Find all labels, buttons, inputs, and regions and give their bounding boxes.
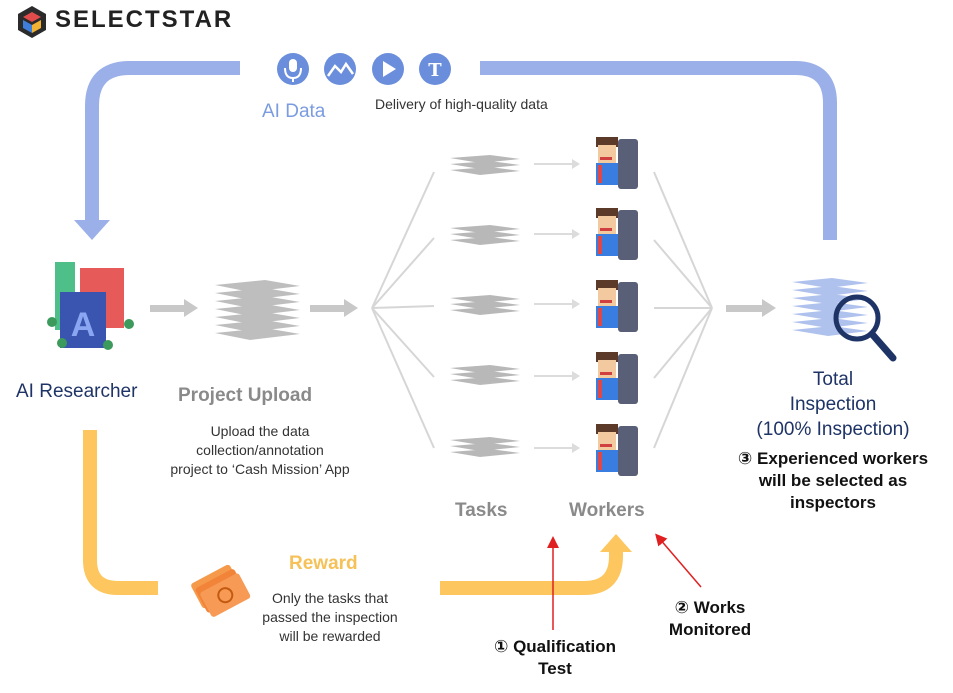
works-monitored-note: ② Works Monitored: [640, 597, 780, 641]
building-icon: A: [47, 262, 134, 350]
yellow-flow-arrow: [83, 430, 623, 595]
tasks-label: Tasks: [455, 500, 508, 521]
magnifier-icon: [833, 294, 897, 362]
blue-flow-arrow: [85, 61, 837, 240]
ai-data-label: AI Data: [262, 101, 326, 122]
delivery-text: Delivery of high-quality data: [375, 96, 548, 112]
microphone-icon: [277, 53, 309, 85]
red-annotation-arrow: [547, 533, 702, 630]
play-icon: [372, 53, 404, 85]
upload-desc-line: collection/annotation: [196, 442, 324, 458]
works-monitored-line: ② Works: [674, 598, 746, 617]
reward-desc-line: Only the tasks that: [272, 590, 388, 606]
reward-desc-line: passed the inspection: [262, 609, 398, 625]
data-stack-icon: [215, 280, 300, 340]
project-upload-description: Upload the data collection/annotation pr…: [140, 422, 380, 479]
inspectors-note: ③ Experienced workers will be selected a…: [718, 448, 948, 514]
workers-label: Workers: [569, 500, 645, 521]
svg-text:A: A: [71, 306, 96, 344]
task-stack: [450, 365, 520, 385]
inspection-line: Inspection: [789, 394, 877, 415]
reward-desc-line: will be rewarded: [279, 628, 381, 644]
inspectors-note-line: inspectors: [790, 493, 876, 512]
qualification-line: Test: [538, 659, 572, 678]
task-stack: [450, 437, 520, 457]
money-icon: [191, 564, 251, 617]
inspection-stack-icon: [792, 278, 868, 336]
total-inspection-title: Total Inspection (100% Inspection): [728, 367, 938, 442]
worker-avatar-icon: [596, 352, 638, 404]
task-stack: [450, 155, 520, 175]
logo-icon: [18, 6, 46, 38]
gray-arrow: [150, 299, 358, 317]
image-icon: [324, 53, 356, 85]
reward-description: Only the tasks that passed the inspectio…: [230, 589, 430, 646]
brand-name: SELECTSTAR: [55, 6, 234, 33]
worker-avatar-icon: [596, 424, 638, 476]
task-to-worker-arrows: [534, 159, 580, 453]
inspection-line: (100% Inspection): [756, 419, 910, 440]
svg-text:T: T: [428, 60, 442, 81]
blue-arrowhead: [74, 220, 110, 240]
upload-desc-line: Upload the data: [210, 423, 310, 439]
qualification-test-note: ① Qualification Test: [470, 636, 640, 680]
fan-out-lines: [371, 171, 435, 449]
worker-avatar-icon: [596, 137, 638, 189]
worker-avatar-icon: [596, 280, 638, 332]
project-upload-title: Project Upload: [178, 385, 313, 406]
qualification-line: ① Qualification: [493, 637, 617, 656]
reward-title: Reward: [289, 553, 358, 574]
worker-avatar-icon: [596, 208, 638, 260]
gray-arrow: [726, 299, 776, 317]
inspectors-note-line: ③ Experienced workers: [737, 449, 929, 468]
task-stack: [450, 295, 520, 315]
text-icon: T: [419, 53, 451, 85]
inspection-line: Total: [812, 369, 854, 390]
inspectors-note-line: will be selected as: [758, 471, 908, 490]
works-monitored-line: Monitored: [668, 620, 752, 639]
yellow-arrowhead: [600, 534, 632, 552]
ai-researcher-label: AI Researcher: [16, 381, 138, 402]
fan-in-lines: [653, 171, 713, 449]
task-stack: [450, 225, 520, 245]
upload-desc-line: project to ‘Cash Mission’ App: [170, 461, 350, 477]
